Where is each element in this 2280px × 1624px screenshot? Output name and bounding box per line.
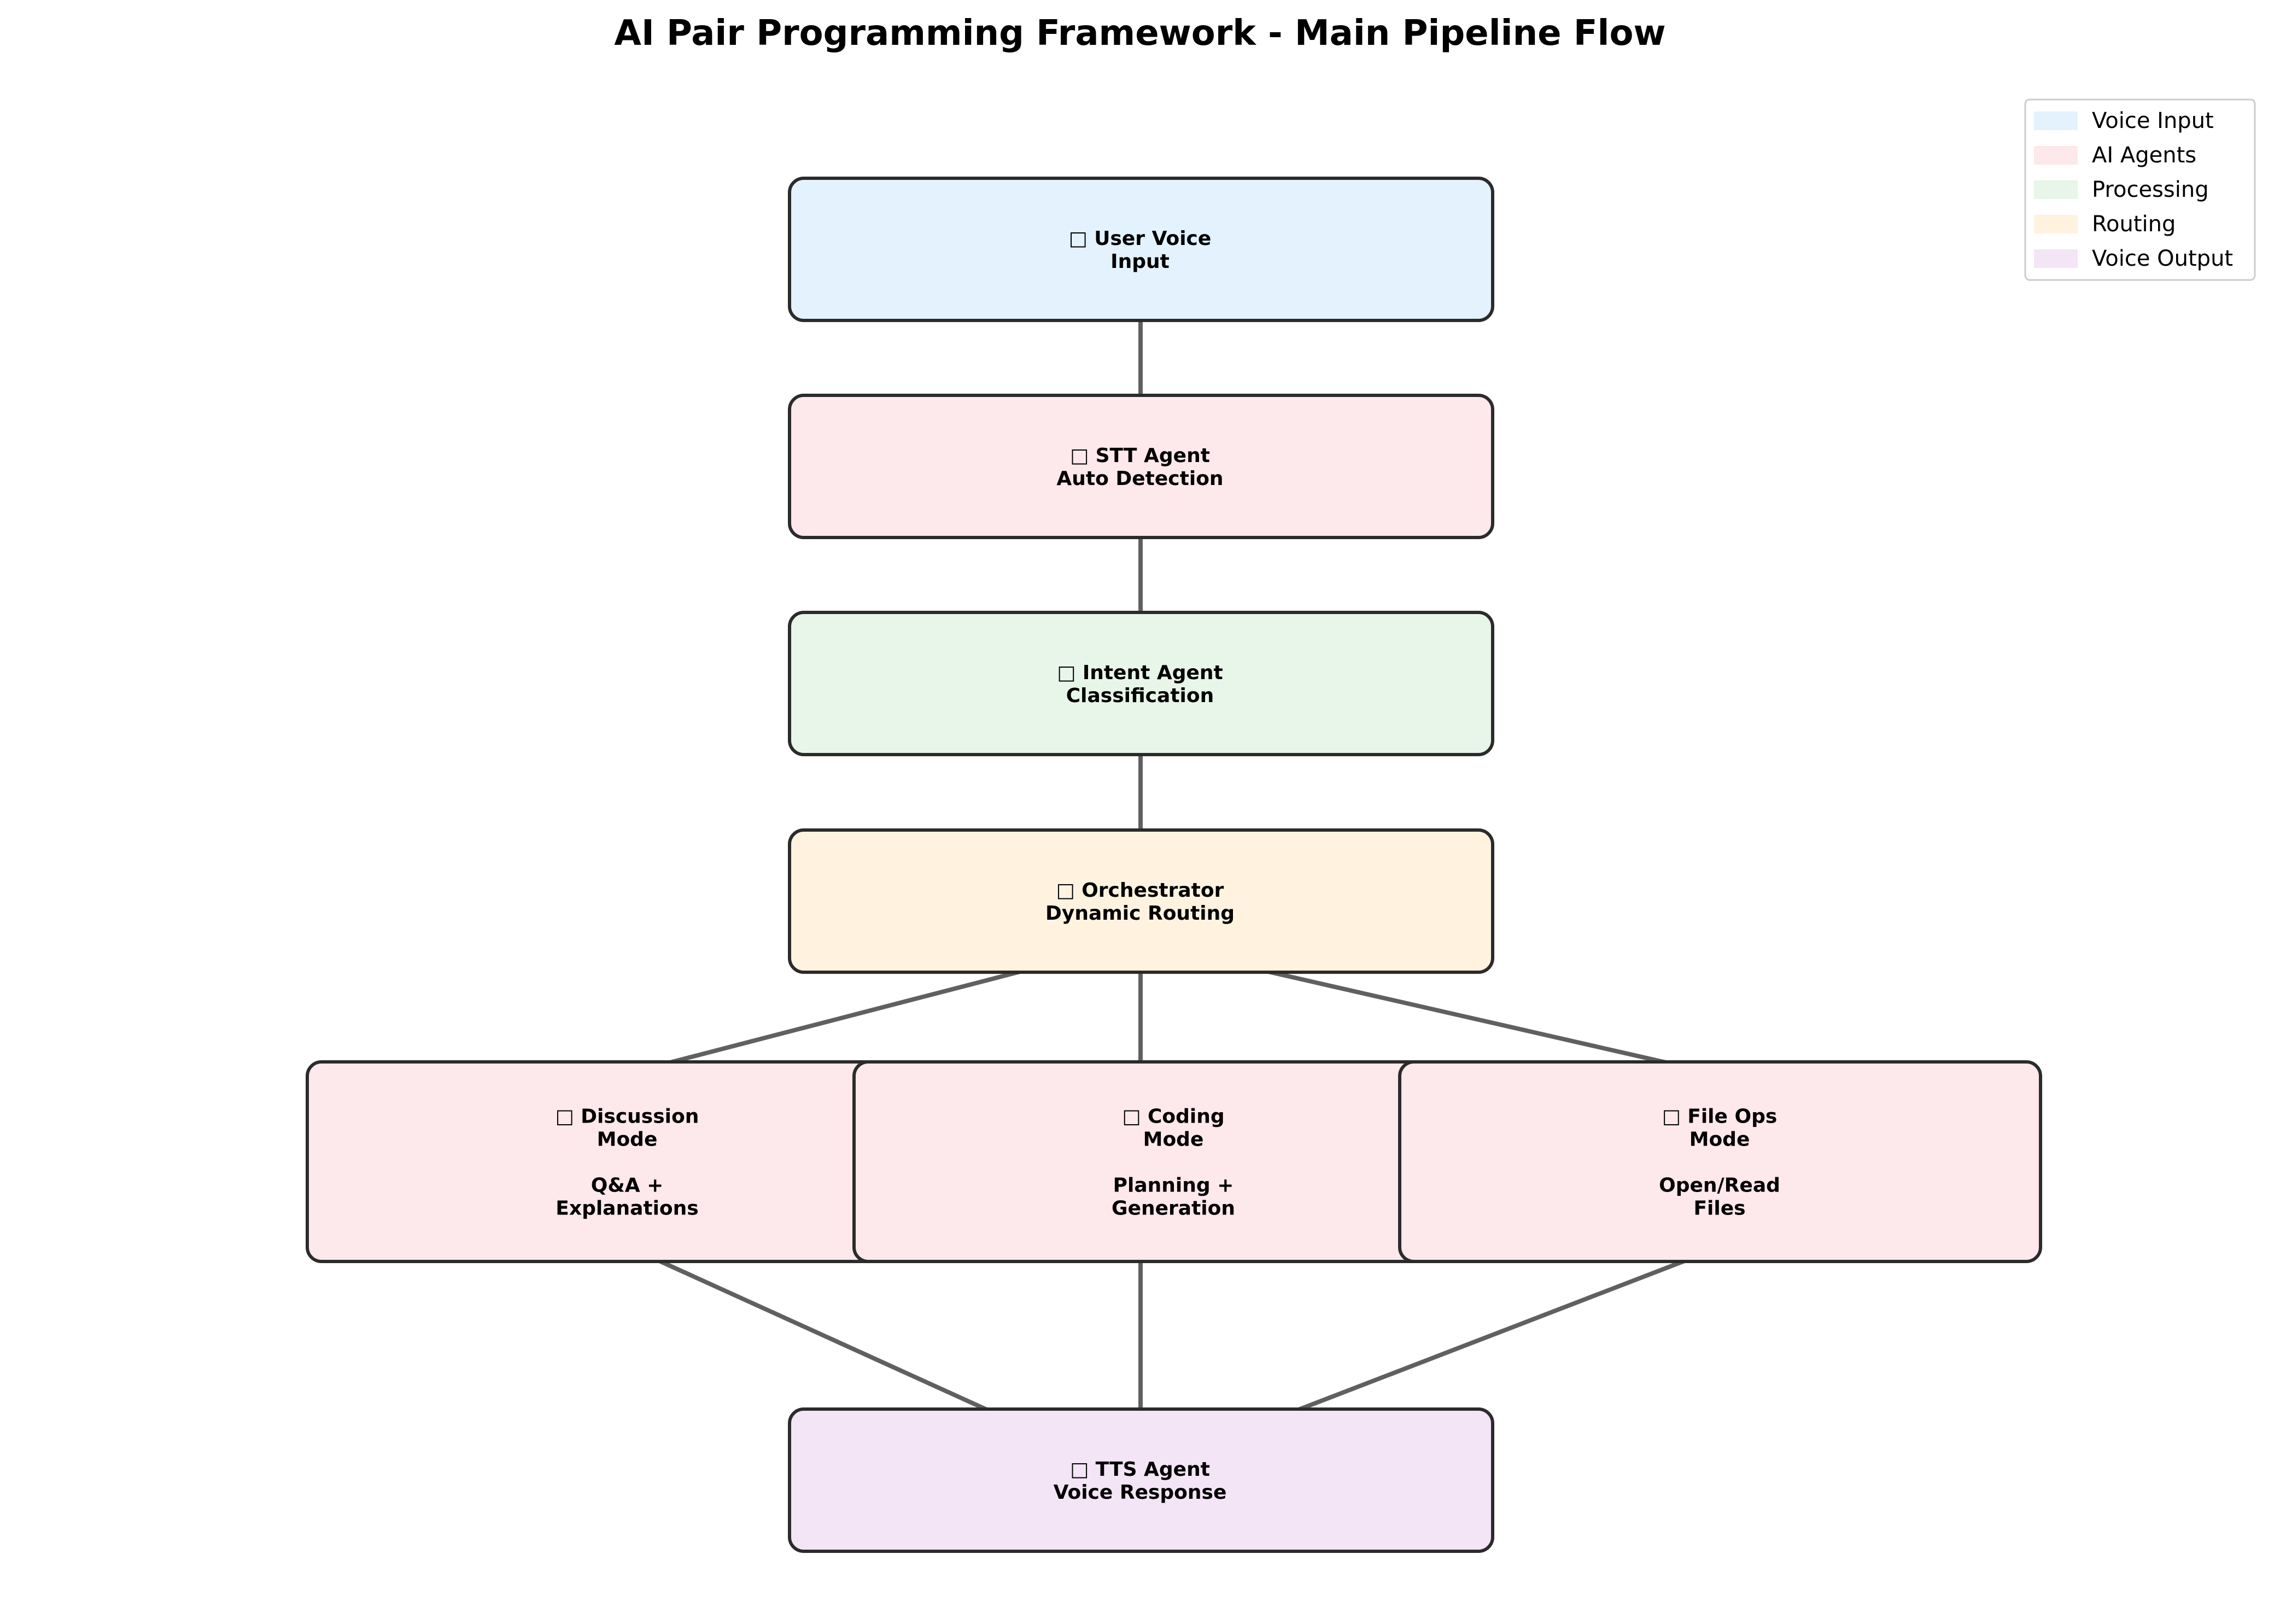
file-ops-mode-text-line: Open/Read — [1659, 1175, 1780, 1197]
user-voice-input-box — [788, 177, 1494, 322]
legend-items: Voice Input AI AgentsProcessingRoutingVoi… — [2034, 108, 2233, 271]
coding-mode-text-line: Planning + — [1113, 1175, 1234, 1197]
tts-agent-text-line: Voice Response — [1054, 1481, 1227, 1504]
legend-label-ai-agents: AI Agents — [2092, 143, 2196, 168]
legend-label-routing: Routing — [2092, 212, 2176, 237]
user-voice-input-text-line: Input — [1110, 250, 1170, 273]
intent-agent-box — [788, 611, 1494, 756]
edge-file-ops-mode-to-tts-agent — [1276, 1247, 1717, 1420]
legend-swatch-ai-agents — [2034, 146, 2078, 165]
legend-label-voice-output: Voice Output — [2092, 246, 2233, 271]
edge-orchestrator-to-file-ops-mode — [1208, 956, 1712, 1075]
edges-layer — [629, 312, 1717, 1420]
legend-swatch-voice-output — [2034, 249, 2078, 268]
legend-swatch-processing — [2034, 180, 2078, 199]
diagram-title: AI Pair Programming Framework - Main Pip… — [614, 13, 1665, 54]
edge-discussion-mode-to-tts-agent — [629, 1246, 1006, 1420]
coding-mode-text-line: Generation — [1112, 1197, 1235, 1220]
file-ops-mode-text-line: Files — [1693, 1197, 1745, 1220]
discussion-mode-text-line: Explanations — [556, 1197, 698, 1220]
discussion-mode-box — [306, 1060, 950, 1263]
orchestrator-box — [788, 828, 1494, 974]
stt-agent-text-line: Auto Detection — [1056, 468, 1223, 490]
discussion-mode-title: □ Discussion — [556, 1106, 699, 1128]
coding-mode-text-line: Mode — [1143, 1129, 1204, 1151]
legend-label-voice-input: Voice Input — [2092, 108, 2214, 133]
legend: Voice Input AI AgentsProcessingRoutingVoi… — [2024, 98, 2256, 281]
intent-agent-title: □ Intent Agent — [1057, 662, 1223, 684]
tts-agent-box — [788, 1407, 1494, 1553]
legend-swatch-routing — [2034, 215, 2078, 233]
legend-swatch-voice-input — [2034, 112, 2078, 130]
orchestrator-title: □ Orchestrator — [1056, 879, 1224, 902]
orchestrator-text-line: Dynamic Routing — [1045, 902, 1235, 925]
discussion-mode-text-line: Q&A + — [591, 1175, 664, 1197]
legend-label-processing: Processing — [2092, 177, 2209, 202]
stt-agent-title: □ STT Agent — [1070, 445, 1210, 467]
edge-orchestrator-to-discussion-mode — [633, 956, 1074, 1074]
stt-agent-box — [788, 394, 1494, 539]
discussion-mode-text-line: Mode — [597, 1129, 658, 1151]
user-voice-input-title: □ User Voice — [1069, 227, 1212, 250]
tts-agent-title: □ TTS Agent — [1070, 1458, 1210, 1481]
file-ops-mode-text-line: Mode — [1689, 1129, 1750, 1151]
file-ops-mode-box — [1398, 1060, 2042, 1263]
file-ops-mode-title: □ File Ops — [1662, 1106, 1778, 1128]
intent-agent-text-line: Classification — [1066, 685, 1214, 707]
legend-frame — [2024, 98, 2256, 281]
coding-mode-title: □ Coding — [1122, 1106, 1224, 1128]
